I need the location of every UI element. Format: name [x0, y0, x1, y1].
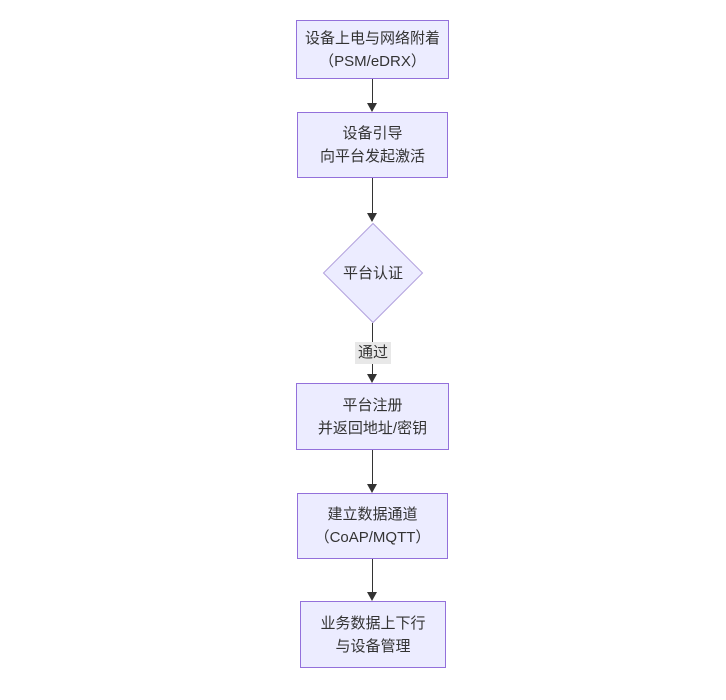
node-business-data-line2: 与设备管理	[335, 637, 411, 655]
node-bootstrap-line2: 向平台发起激活	[319, 148, 425, 165]
edge-bootstrap-to-auth	[372, 178, 373, 214]
edge-label-pass: 通过	[354, 342, 392, 364]
edge-channel-to-business	[372, 559, 373, 592]
node-power-attach: 设备上电与网络附着 （PSM/eDRX）	[296, 20, 449, 79]
node-data-channel-line1: 建立数据通道	[327, 506, 418, 523]
node-bootstrap: 设备引导 向平台发起激活	[297, 112, 448, 178]
node-power-attach-line1: 设备上电与网络附着	[304, 29, 440, 47]
node-business-data-line1: 业务数据上下行	[320, 614, 426, 632]
node-bootstrap-line1: 设备引导	[342, 125, 403, 142]
arrowhead-icon	[367, 213, 377, 222]
node-data-channel: 建立数据通道 （CoAP/MQTT）	[297, 493, 448, 559]
arrowhead-icon	[367, 484, 377, 493]
arrowhead-icon	[367, 592, 377, 601]
node-power-attach-line2: （PSM/eDRX）	[319, 52, 426, 70]
arrowhead-icon	[367, 374, 377, 383]
node-register: 平台注册 并返回地址/密钥	[296, 383, 449, 450]
node-register-line1: 平台注册	[342, 396, 403, 414]
node-platform-auth: 平台认证	[322, 222, 424, 323]
arrowhead-icon	[367, 103, 377, 112]
edge-register-to-channel	[372, 450, 373, 484]
node-business-data: 业务数据上下行 与设备管理	[300, 601, 446, 668]
edge-power-to-bootstrap	[372, 79, 373, 104]
node-data-channel-line2: （CoAP/MQTT）	[314, 529, 431, 546]
node-platform-auth-label: 平台认证	[342, 265, 403, 282]
node-register-line2: 并返回地址/密钥	[317, 419, 428, 437]
